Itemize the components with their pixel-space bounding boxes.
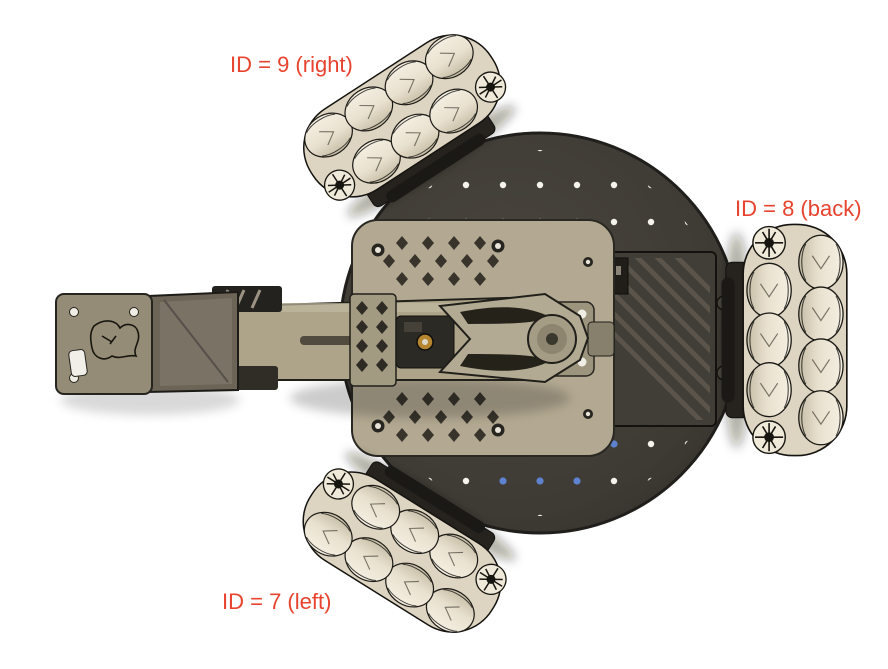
annotation-wheel-id8-back: ID = 8 (back) [735,196,862,221]
wheel-id8-back [722,224,847,455]
gripper [55,290,239,395]
mount-plate-screws [371,239,593,437]
annotation-wheel-id9-right: ID = 9 (right) [230,52,353,77]
logo-doodle [89,320,140,360]
robot-arm [55,286,615,418]
shoulder-hub [527,314,577,364]
annotation-wheel-id7-left: ID = 7 (left) [222,589,332,614]
